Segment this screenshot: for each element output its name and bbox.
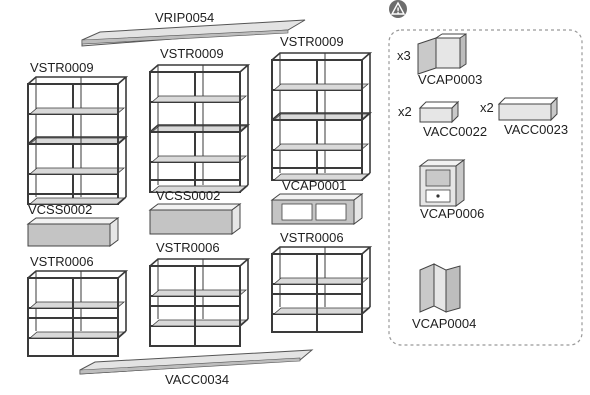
top-panel [81,19,306,47]
right-lower-shelf-code: VSTR0006 [280,230,344,245]
vcap0006-part [418,159,466,207]
vacc0022-qty: x2 [398,104,412,119]
vcap0003-qty: x3 [397,48,411,63]
vcap0003-code: VCAP0003 [418,72,482,87]
bottom-panel [79,349,314,375]
vcap0004-code: VCAP0004 [412,316,476,331]
accessories-box [388,29,583,346]
vacc0022-part [418,100,460,124]
middle-lower-shelf-code: VSTR0006 [156,240,220,255]
middle-drawer-code: VCSS0002 [156,188,220,203]
vacc0023-part [497,96,559,122]
vcap0006-code: VCAP0006 [420,206,484,221]
vacc0023-qty: x2 [480,100,494,115]
middle-lower-shelf [149,258,249,347]
middle-upper-shelf-code: VSTR0009 [160,46,224,61]
vcap0003-part [417,33,467,75]
left-upper-shelf [27,76,127,205]
vacc0022-code: VACC0022 [423,124,487,139]
right-compartment-code: VCAP0001 [282,178,346,193]
vcap0004-part [419,263,461,313]
warning-glyph: ! [396,7,400,16]
bottom-panel-code: VACC0034 [165,372,229,387]
left-drawer [26,217,120,247]
vacc0023-code: VACC0023 [504,122,568,137]
right-upper-shelf-code: VSTR0009 [280,34,344,49]
right-lower-shelf [271,246,371,333]
middle-drawer [148,203,242,235]
left-drawer-code: VCSS0002 [28,202,92,217]
left-upper-shelf-code: VSTR0009 [30,60,94,75]
right-upper-shelf [271,52,371,181]
warning-icon: ! [389,0,407,18]
left-lower-shelf [27,270,127,357]
left-lower-shelf-code: VSTR0006 [30,254,94,269]
middle-upper-shelf [149,64,249,193]
right-compartment [270,193,364,225]
top-panel-code: VRIP0054 [155,10,214,25]
